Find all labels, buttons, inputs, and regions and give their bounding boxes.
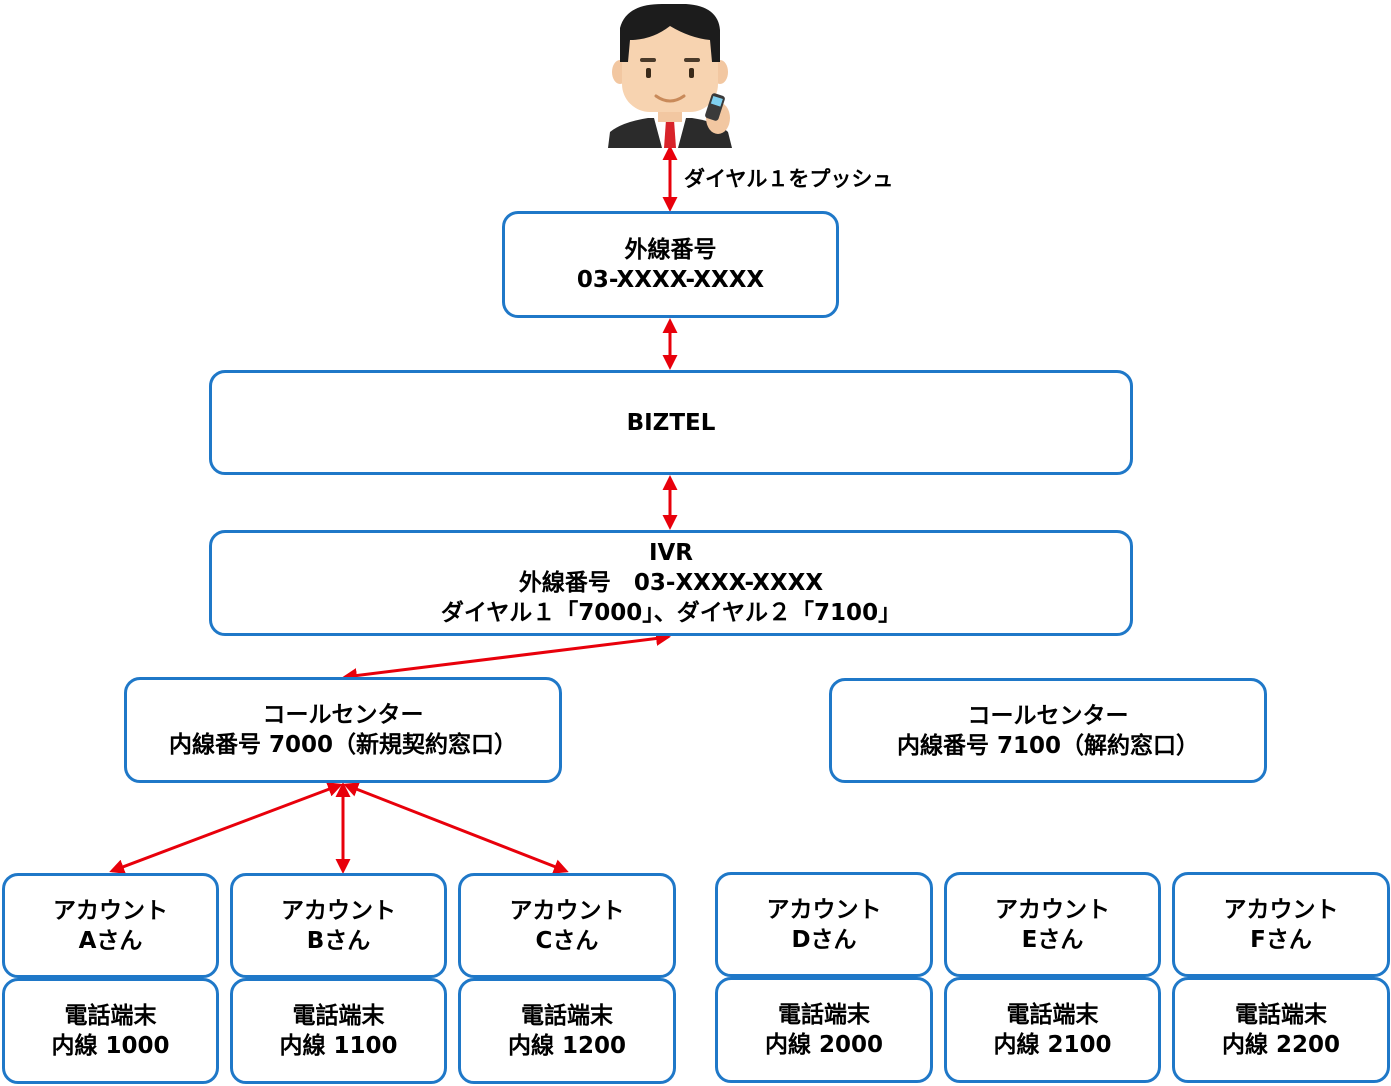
device-label: 電話端末 [1235,1002,1327,1028]
account-name: Dさん [791,926,857,953]
account-name: Eさん [1021,926,1084,953]
ivr-dial-options: ダイヤル１「7000」、ダイヤル２「7100」 [440,600,902,626]
device-label: 電話端末 [1006,1002,1099,1028]
account-a-device-box: 電話端末 内線 1000 [2,978,219,1084]
outside-line-box: 外線番号 03-XXXX-XXXX [502,211,839,318]
ivr-box: IVR 外線番号 03-XXXX-XXXX ダイヤル１「7000」、ダイヤル２「… [209,530,1133,636]
biztel-label: BIZTEL [626,409,716,436]
call-center-cancellations: コールセンター 内線番号 7100（解約窓口） [829,678,1267,783]
account-d-device-box: 電話端末 内線 2000 [715,977,933,1083]
device-extension: 内線 1000 [51,1033,170,1059]
device-extension: 内線 2000 [764,1032,884,1058]
account-label: アカウント [281,897,396,924]
account-name: Fさん [1250,926,1312,953]
outside-line-number: 03-XXXX-XXXX [576,266,765,293]
arrow-ivr-to-call-center-7000 [342,631,671,683]
ivr-title: IVR [648,540,694,566]
biztel-box: BIZTEL [209,370,1133,475]
call-center-extension: 内線番号 7100（解約窓口） [896,732,1200,759]
account-label: アカウント [53,897,168,924]
device-label: 電話端末 [521,1003,613,1029]
account-c-box: アカウント Cさん [458,873,676,978]
businessman-phone-icon [608,4,732,148]
call-center-title: コールセンター [967,702,1129,729]
account-e-box: アカウント Eさん [944,872,1161,977]
account-label: アカウント [766,896,882,923]
device-extension: 内線 1100 [279,1033,398,1059]
account-name: Aさん [78,927,143,954]
arrow-call-center-to-account-a [109,782,343,874]
call-center-new-contracts: コールセンター 内線番号 7000（新規契約窓口） [124,677,562,783]
account-d-box: アカウント Dさん [715,872,933,977]
device-extension: 内線 1200 [507,1033,627,1059]
account-label: アカウント [509,897,625,924]
account-b-box: アカウント Bさん [230,873,447,978]
device-extension: 内線 2200 [1221,1032,1341,1058]
account-label: アカウント [1223,896,1339,923]
account-name: Cさん [535,927,599,954]
account-e-device-box: 電話端末 内線 2100 [944,977,1161,1083]
device-extension: 内線 2100 [993,1032,1112,1058]
account-f-device-box: 電話端末 内線 2200 [1172,977,1390,1083]
device-label: 電話端末 [292,1003,385,1029]
account-b-device-box: 電話端末 内線 1100 [230,978,447,1084]
account-label: アカウント [995,896,1110,923]
device-label: 電話端末 [64,1003,157,1029]
arrow-call-center-to-account-c [343,782,569,874]
call-center-extension: 内線番号 7000（新規契約窓口） [168,732,518,758]
account-f-box: アカウント Fさん [1172,872,1390,977]
account-a-box: アカウント Aさん [2,873,219,978]
outside-line-title: 外線番号 [624,236,717,263]
device-label: 電話端末 [778,1002,870,1028]
dial-action-label: ダイヤル１をプッシュ [684,167,894,191]
account-c-device-box: 電話端末 内線 1200 [458,978,676,1084]
ivr-outside-line: 外線番号 03-XXXX-XXXX [518,570,824,596]
call-center-title: コールセンター [262,702,424,728]
account-name: Bさん [306,927,371,954]
